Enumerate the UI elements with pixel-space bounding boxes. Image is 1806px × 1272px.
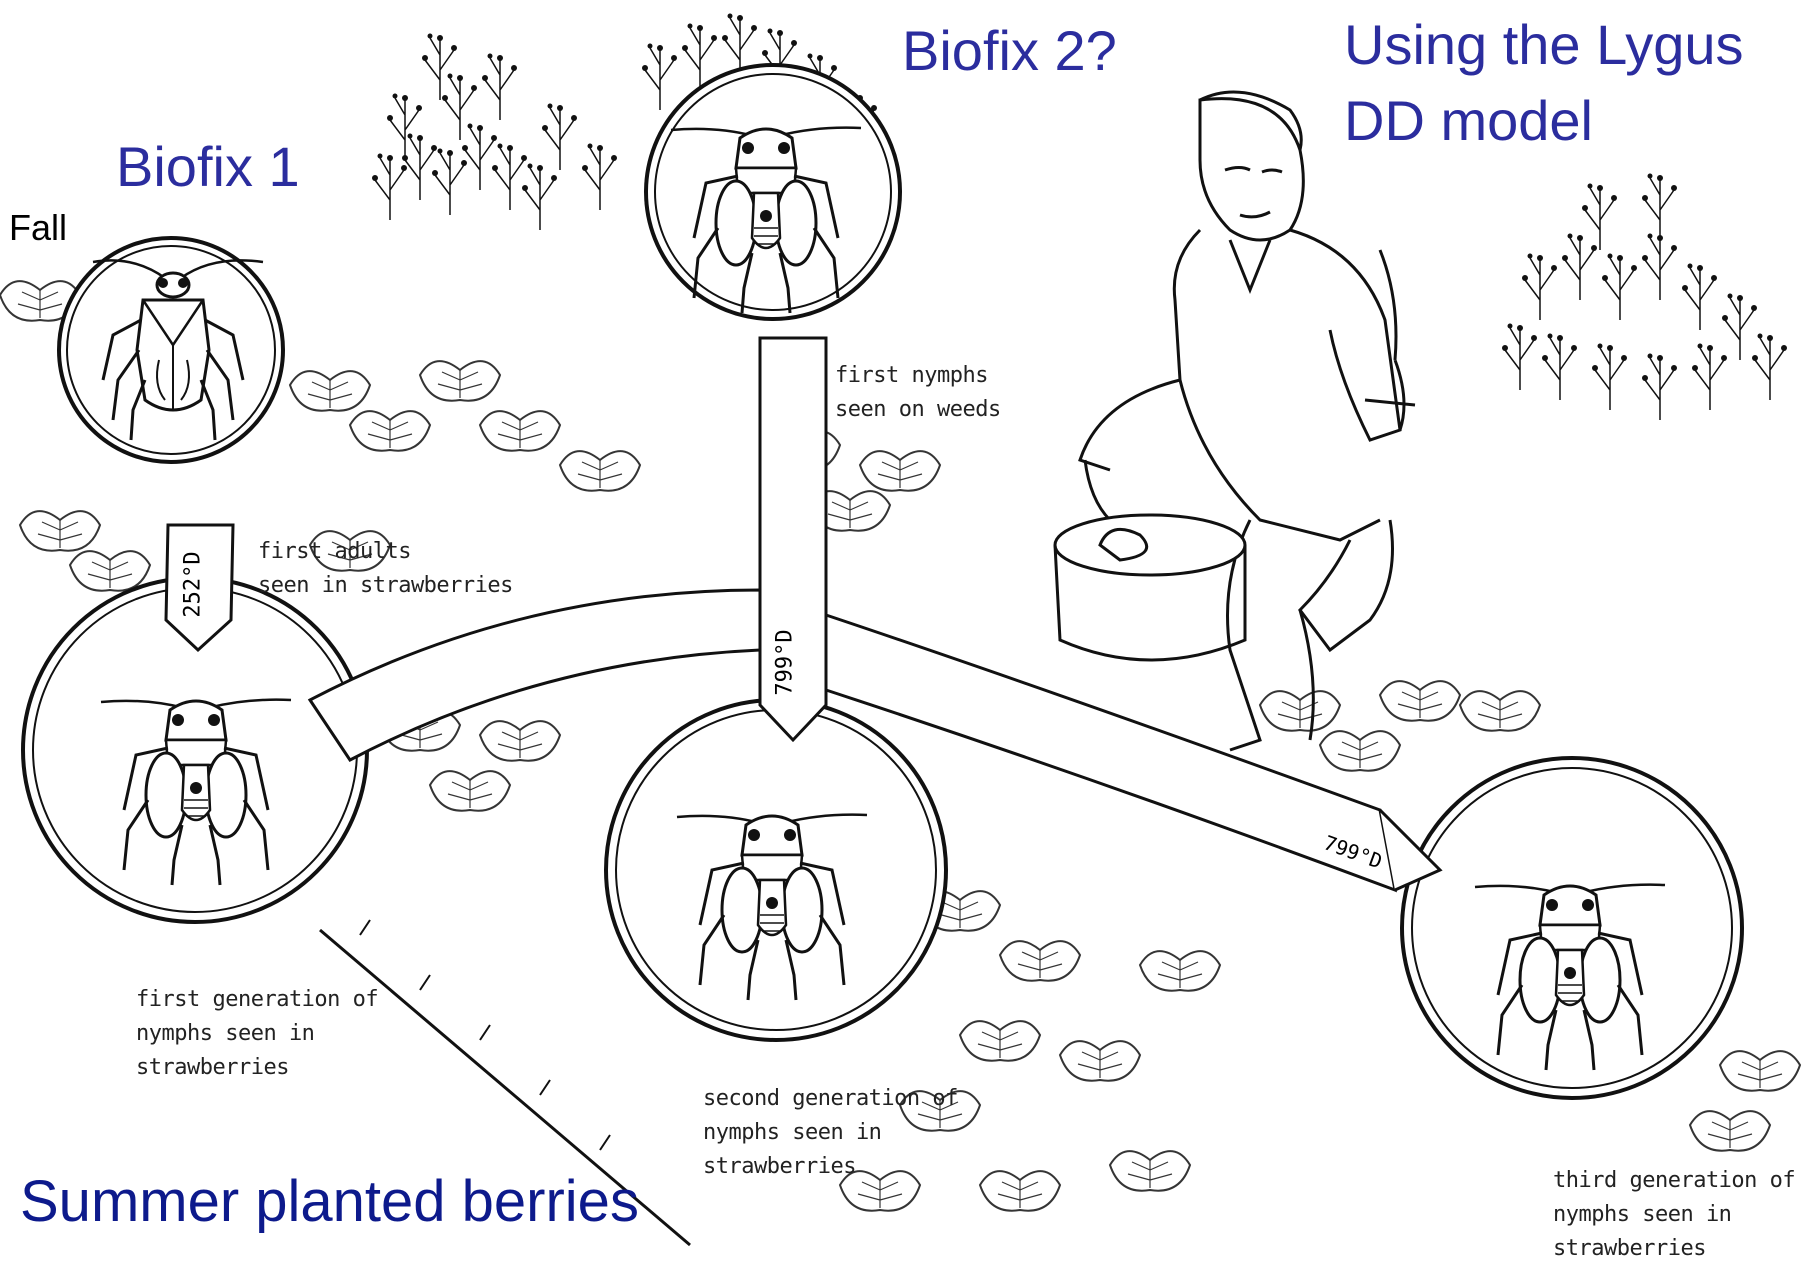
caption-second-generation: second generation of nymphs seen in stra… [703, 1082, 958, 1184]
dd-label-799-vertical: 799°D [773, 629, 798, 695]
grower-figure [1055, 92, 1415, 750]
caption-line: nymphs seen in [1553, 1198, 1795, 1232]
caption-first-nymphs-weeds: first nymphs seen on weeds [835, 359, 1001, 427]
dd-label-252: 252°D [181, 551, 206, 617]
caption-third-generation: third generation of nymphs seen in straw… [1553, 1164, 1795, 1266]
summer-planted-label: Summer planted berries [20, 1168, 639, 1235]
caption-line: first adults [258, 535, 513, 569]
caption-first-adults: first adults seen in strawberries [258, 535, 513, 603]
title-line-2: DD model [1344, 88, 1593, 153]
biofix-1-label: Biofix 1 [116, 134, 300, 199]
caption-line: first generation of [136, 983, 378, 1017]
caption-line: nymphs seen in [136, 1017, 378, 1051]
caption-line: nymphs seen in [703, 1116, 958, 1150]
caption-line: third generation of [1553, 1164, 1795, 1198]
title-line-1: Using the Lygus [1344, 12, 1744, 77]
bush-top-left [372, 34, 577, 231]
caption-line: strawberries [136, 1051, 378, 1085]
caption-line: first nymphs [835, 359, 1001, 393]
caption-first-generation: first generation of nymphs seen in straw… [136, 983, 378, 1085]
fall-label: Fall [9, 207, 67, 249]
caption-line: seen on weeds [835, 393, 1001, 427]
caption-line: second generation of [703, 1082, 958, 1116]
bush-right [1502, 174, 1787, 421]
caption-line: seen in strawberries [258, 569, 513, 603]
caption-line: strawberries [703, 1150, 958, 1184]
biofix-2-label: Biofix 2? [902, 18, 1117, 83]
caption-line: strawberries [1553, 1232, 1795, 1266]
